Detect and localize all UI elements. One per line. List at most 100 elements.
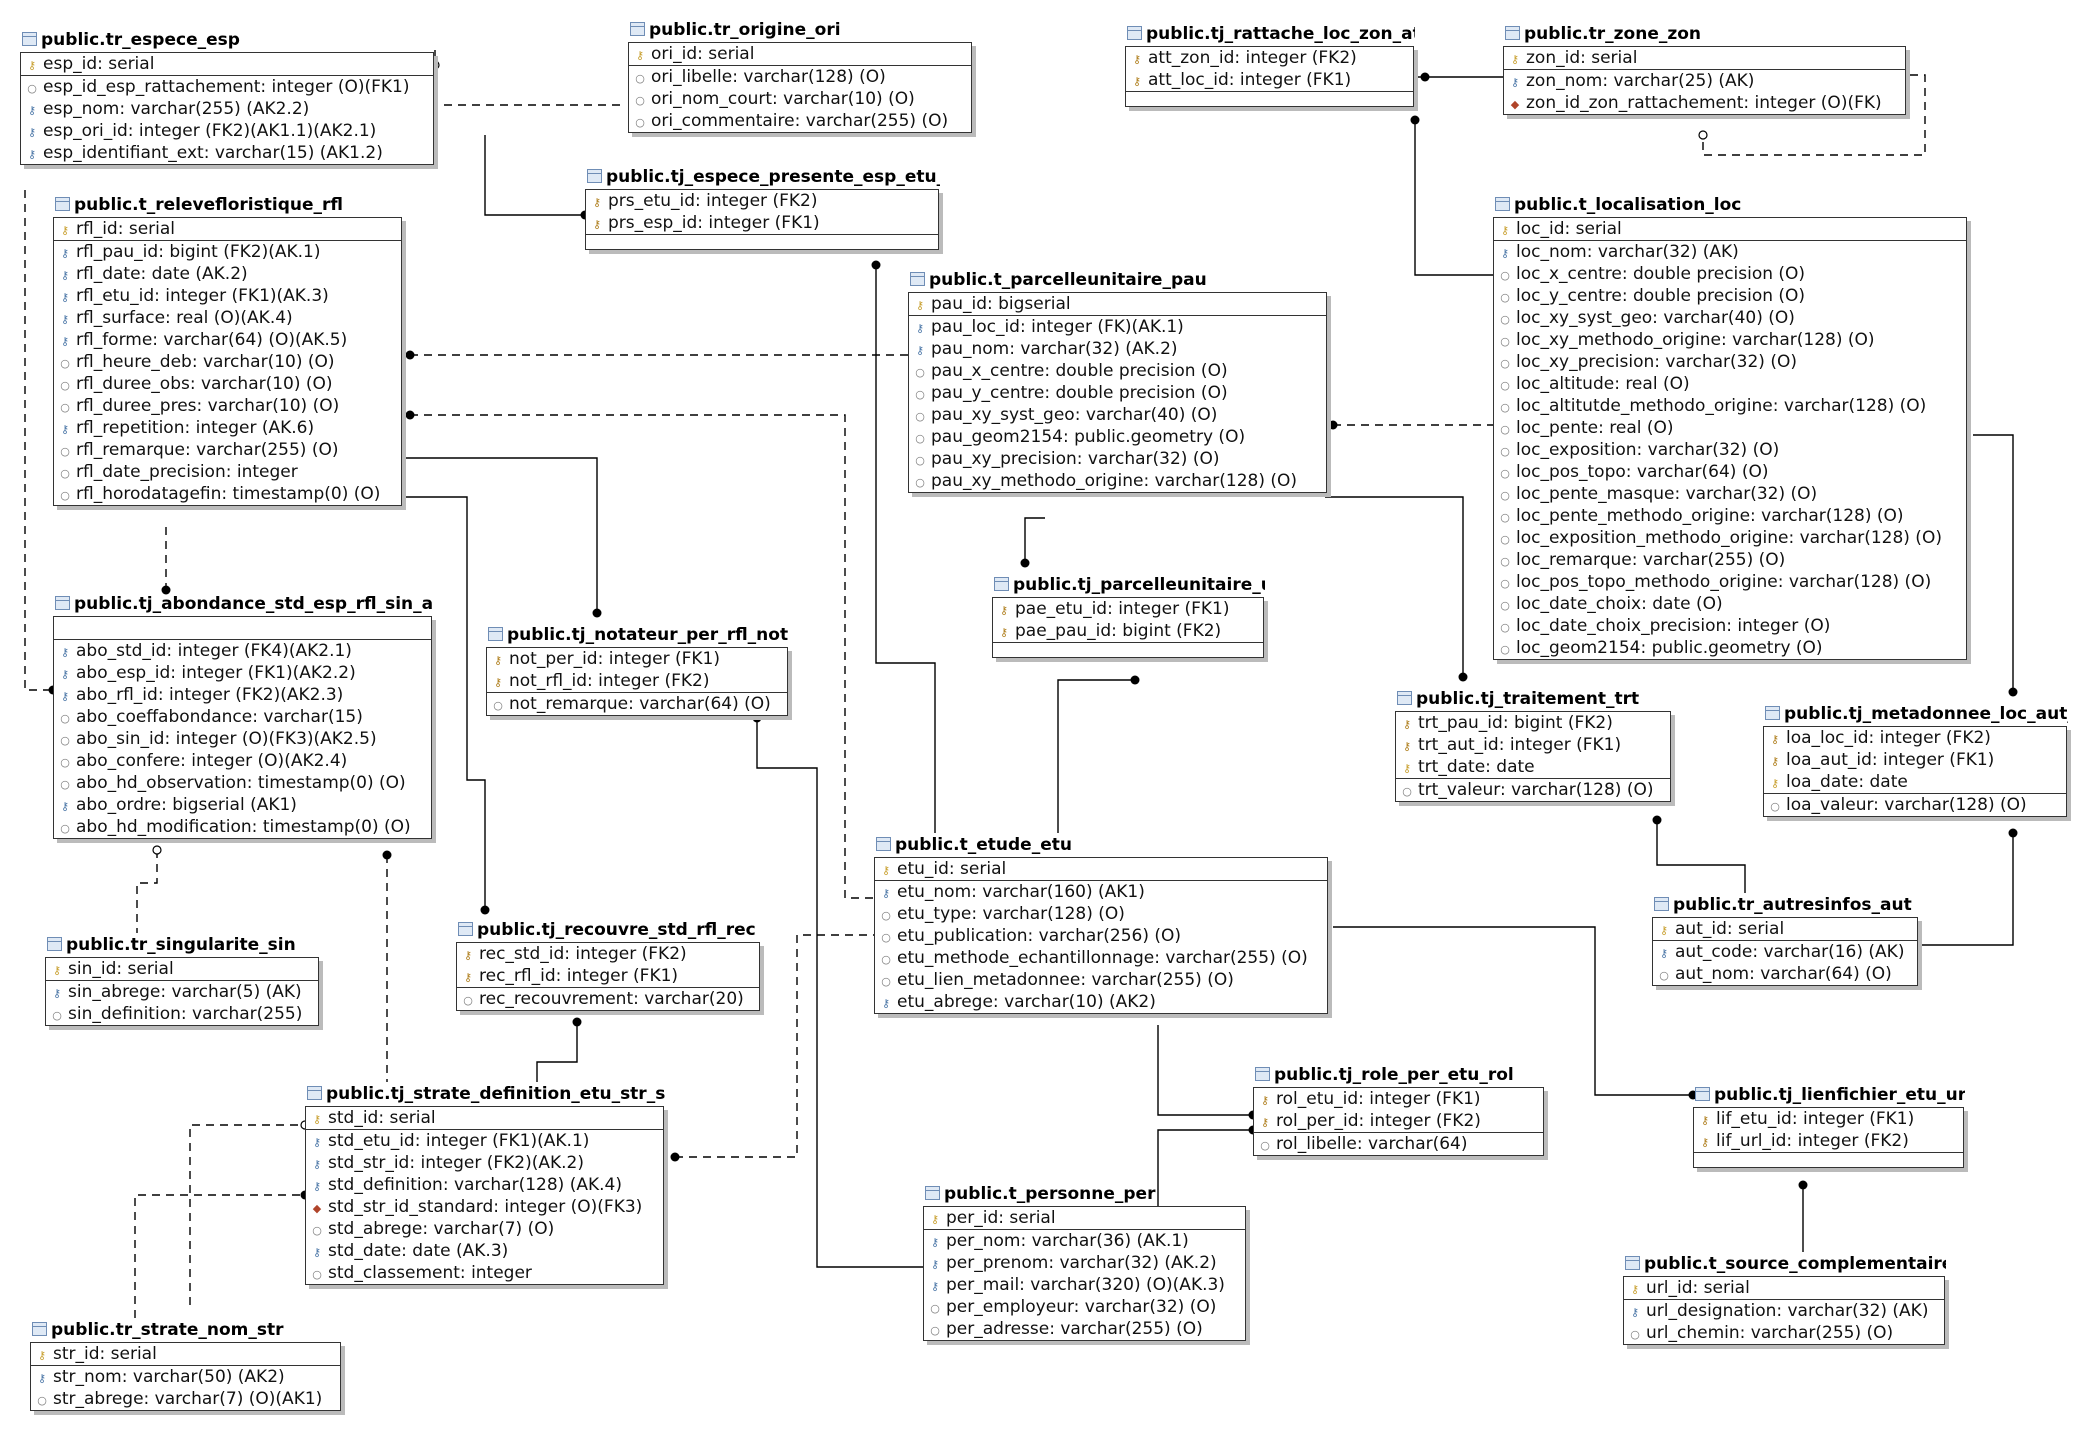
column-row[interactable]: ○loc_pos_topo_methodo_origine: varchar(1… [1494, 571, 1966, 593]
column-row[interactable]: ⚷zon_nom: varchar(25) (AK) [1504, 70, 1905, 92]
column-row[interactable]: ○pau_xy_syst_geo: varchar(40) (O) [909, 404, 1326, 426]
column-row[interactable]: ○loc_pos_topo: varchar(64) (O) [1494, 461, 1966, 483]
column-row[interactable]: ○abo_confere: integer (O)(AK2.4) [54, 750, 431, 772]
column-row[interactable]: ⚷rfl_repetition: integer (AK.6) [54, 417, 401, 439]
column-row[interactable]: ○rfl_heure_deb: varchar(10) (O) [54, 351, 401, 373]
column-row[interactable]: ⚷sin_abrege: varchar(5) (AK) [46, 981, 318, 1003]
column-row[interactable]: ⚷str_id: serial [31, 1343, 340, 1365]
column-row[interactable]: ⚷std_date: date (AK.3) [306, 1240, 663, 1262]
column-row[interactable]: ○ori_nom_court: varchar(10) (O) [629, 88, 971, 110]
column-row[interactable]: ○loc_altitutde_methodo_origine: varchar(… [1494, 395, 1966, 417]
column-row[interactable]: ○trt_valeur: varchar(128) (O) [1396, 779, 1670, 801]
column-row[interactable]: ○pau_xy_methodo_origine: varchar(128) (O… [909, 470, 1326, 492]
column-row[interactable]: ○rec_recouvrement: varchar(20) [457, 988, 759, 1010]
column-row[interactable]: ○abo_sin_id: integer (O)(FK3)(AK2.5) [54, 728, 431, 750]
column-row[interactable]: ○loc_y_centre: double precision (O) [1494, 285, 1966, 307]
column-row[interactable]: ⚷esp_identifiant_ext: varchar(15) (AK1.2… [21, 142, 433, 164]
column-row[interactable]: ⚷rec_rfl_id: integer (FK1) [457, 965, 759, 987]
column-row[interactable]: ⚷rfl_date: date (AK.2) [54, 263, 401, 285]
column-row[interactable]: ○loc_remarque: varchar(255) (O) [1494, 549, 1966, 571]
column-row[interactable]: ○rol_libelle: varchar(64) [1254, 1133, 1543, 1155]
column-row[interactable]: ○url_chemin: varchar(255) (O) [1624, 1322, 1944, 1344]
column-row[interactable]: ⚷std_etu_id: integer (FK1)(AK.1) [306, 1130, 663, 1152]
column-row[interactable]: ○pau_y_centre: double precision (O) [909, 382, 1326, 404]
column-row[interactable]: ◆std_str_id_standard: integer (O)(FK3) [306, 1196, 663, 1218]
column-row[interactable]: ○rfl_horodatagefin: timestamp(0) (O) [54, 483, 401, 505]
column-row[interactable]: ○rfl_duree_pres: varchar(10) (O) [54, 395, 401, 417]
column-row[interactable]: ○abo_hd_modification: timestamp(0) (O) [54, 816, 431, 838]
column-row[interactable]: ○etu_lien_metadonnee: varchar(255) (O) [875, 969, 1327, 991]
column-row[interactable]: ○std_classement: integer [306, 1262, 663, 1284]
column-row[interactable]: ○abo_coeffabondance: varchar(15) [54, 706, 431, 728]
column-row[interactable]: ○aut_nom: varchar(64) (O) [1653, 963, 1917, 985]
column-row[interactable]: ○etu_type: varchar(128) (O) [875, 903, 1327, 925]
column-row[interactable]: ⚷loa_aut_id: integer (FK1) [1764, 749, 2066, 771]
column-row[interactable]: ○str_abrege: varchar(7) (O)(AK1) [31, 1388, 340, 1410]
column-row[interactable]: ○loc_exposition: varchar(32) (O) [1494, 439, 1966, 461]
column-row[interactable]: ⚷trt_pau_id: bigint (FK2) [1396, 712, 1670, 734]
column-row[interactable]: ⚷esp_id: serial [21, 53, 433, 75]
column-row[interactable]: ⚷pae_etu_id: integer (FK1) [993, 598, 1263, 620]
column-row[interactable]: ⚷etu_nom: varchar(160) (AK1) [875, 881, 1327, 903]
column-row[interactable]: ⚷etu_abrege: varchar(10) (AK2) [875, 991, 1327, 1013]
column-row[interactable]: ○loc_date_choix_precision: integer (O) [1494, 615, 1966, 637]
column-row[interactable]: ⚷abo_std_id: integer (FK4)(AK2.1) [54, 640, 431, 662]
column-row[interactable]: ⚷str_nom: varchar(50) (AK2) [31, 1366, 340, 1388]
column-row[interactable]: ○esp_id_esp_rattachement: integer (O)(FK… [21, 76, 433, 98]
column-row[interactable]: ⚷url_designation: varchar(32) (AK) [1624, 1300, 1944, 1322]
column-row[interactable]: ○loc_pente: real (O) [1494, 417, 1966, 439]
column-row[interactable]: ⚷etu_id: serial [875, 858, 1327, 880]
column-row[interactable]: ⚷rol_etu_id: integer (FK1) [1254, 1088, 1543, 1110]
column-row[interactable]: ○etu_publication: varchar(256) (O) [875, 925, 1327, 947]
column-row[interactable]: ⚷rfl_etu_id: integer (FK1)(AK.3) [54, 285, 401, 307]
column-row[interactable]: ○std_abrege: varchar(7) (O) [306, 1218, 663, 1240]
column-row[interactable]: ○rfl_duree_obs: varchar(10) (O) [54, 373, 401, 395]
column-row[interactable]: ⚷per_prenom: varchar(32) (AK.2) [924, 1252, 1245, 1274]
column-row[interactable]: ⚷std_str_id: integer (FK2)(AK.2) [306, 1152, 663, 1174]
column-row[interactable]: ○per_employeur: varchar(32) (O) [924, 1296, 1245, 1318]
column-row[interactable]: ⚷pau_nom: varchar(32) (AK.2) [909, 338, 1326, 360]
column-row[interactable]: ⚷aut_id: serial [1653, 918, 1917, 940]
column-row[interactable]: ⚷rfl_forme: varchar(64) (O)(AK.5) [54, 329, 401, 351]
column-row[interactable]: ⚷abo_esp_id: integer (FK1)(AK2.2) [54, 662, 431, 684]
column-row[interactable]: ○pau_geom2154: public.geometry (O) [909, 426, 1326, 448]
column-row[interactable]: ⚷per_id: serial [924, 1207, 1245, 1229]
column-row[interactable]: ○loa_valeur: varchar(128) (O) [1764, 794, 2066, 816]
column-row[interactable]: ⚷std_id: serial [306, 1107, 663, 1129]
column-row[interactable]: ⚷att_zon_id: integer (FK2) [1126, 47, 1413, 69]
column-row[interactable]: ○pau_xy_precision: varchar(32) (O) [909, 448, 1326, 470]
column-row[interactable]: ⚷url_id: serial [1624, 1277, 1944, 1299]
column-row[interactable]: ⚷per_nom: varchar(36) (AK.1) [924, 1230, 1245, 1252]
column-row[interactable]: ⚷sin_id: serial [46, 958, 318, 980]
column-row[interactable]: ⚷zon_id: serial [1504, 47, 1905, 69]
column-row[interactable]: ⚷not_per_id: integer (FK1) [487, 648, 787, 670]
column-row[interactable]: ○rfl_date_precision: integer [54, 461, 401, 483]
column-row[interactable]: ⚷lif_url_id: integer (FK2) [1694, 1130, 1963, 1152]
column-row[interactable]: ○loc_altitude: real (O) [1494, 373, 1966, 395]
column-row[interactable]: ○loc_xy_syst_geo: varchar(40) (O) [1494, 307, 1966, 329]
column-row[interactable]: ⚷att_loc_id: integer (FK1) [1126, 69, 1413, 91]
column-row[interactable]: ⚷rfl_pau_id: bigint (FK2)(AK.1) [54, 241, 401, 263]
column-row[interactable]: ⚷esp_nom: varchar(255) (AK2.2) [21, 98, 433, 120]
column-row[interactable]: ⚷std_definition: varchar(128) (AK.4) [306, 1174, 663, 1196]
column-row[interactable]: ○etu_methode_echantillonnage: varchar(25… [875, 947, 1327, 969]
column-row[interactable]: ⚷loc_nom: varchar(32) (AK) [1494, 241, 1966, 263]
column-row[interactable]: ⚷rec_std_id: integer (FK2) [457, 943, 759, 965]
column-row[interactable]: ⚷rfl_id: serial [54, 218, 401, 240]
column-row[interactable]: ⚷rol_per_id: integer (FK2) [1254, 1110, 1543, 1132]
column-row[interactable]: ⚷pau_loc_id: integer (FK)(AK.1) [909, 316, 1326, 338]
column-row[interactable]: ⚷pae_pau_id: bigint (FK2) [993, 620, 1263, 642]
column-row[interactable]: ⚷esp_ori_id: integer (FK2)(AK1.1)(AK2.1) [21, 120, 433, 142]
column-row[interactable]: ○rfl_remarque: varchar(255) (O) [54, 439, 401, 461]
column-row[interactable]: ○per_adresse: varchar(255) (O) [924, 1318, 1245, 1340]
column-row[interactable]: ⚷loa_loc_id: integer (FK2) [1764, 727, 2066, 749]
column-row[interactable]: ⚷aut_code: varchar(16) (AK) [1653, 941, 1917, 963]
column-row[interactable]: ⚷abo_ordre: bigserial (AK1) [54, 794, 431, 816]
column-row[interactable]: ⚷pau_id: bigserial [909, 293, 1326, 315]
column-row[interactable]: ⚷loc_id: serial [1494, 218, 1966, 240]
column-row[interactable]: ○loc_pente_methodo_origine: varchar(128)… [1494, 505, 1966, 527]
column-row[interactable]: ○sin_definition: varchar(255) [46, 1003, 318, 1025]
column-row[interactable]: ⚷not_rfl_id: integer (FK2) [487, 670, 787, 692]
column-row[interactable]: ○loc_x_centre: double precision (O) [1494, 263, 1966, 285]
column-row[interactable]: ⚷trt_aut_id: integer (FK1) [1396, 734, 1670, 756]
